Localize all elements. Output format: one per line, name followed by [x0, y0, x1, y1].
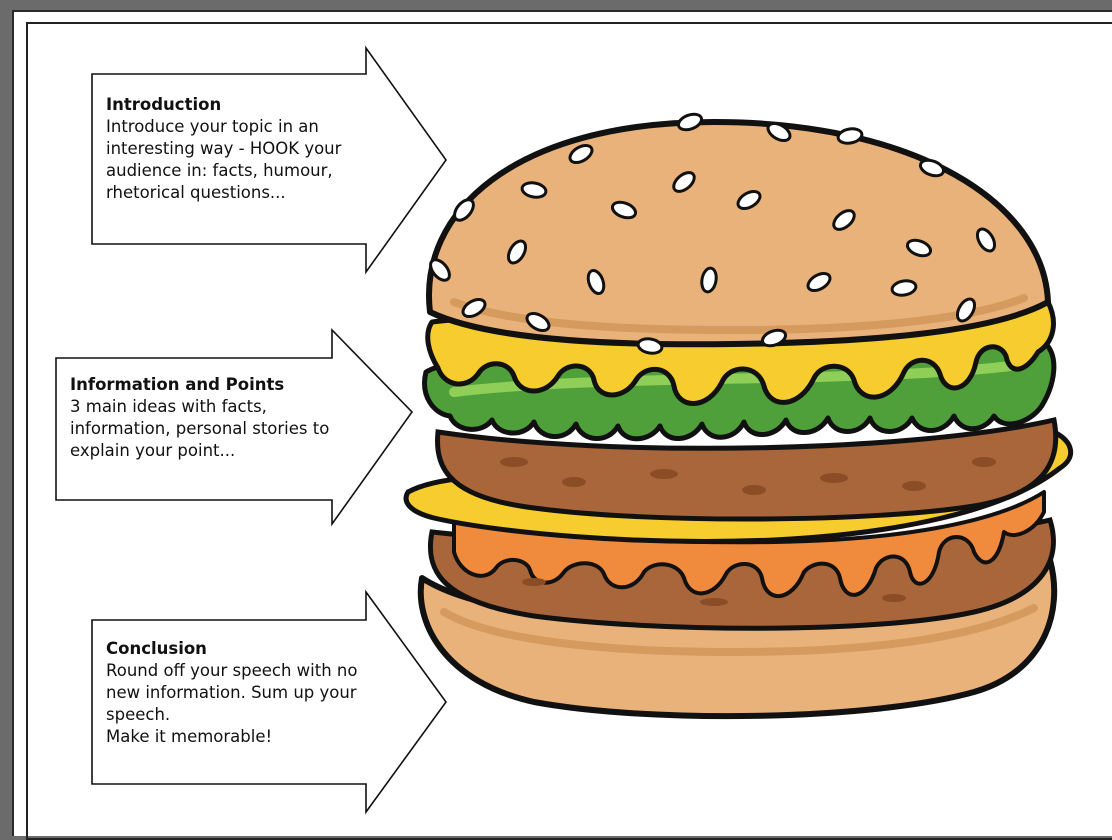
- conclusion-line: Round off your speech with no: [106, 661, 358, 680]
- sauce-layer: [452, 490, 1046, 598]
- conclusion-arrow: [91, 589, 447, 815]
- conclusion-line: speech.: [106, 705, 171, 724]
- points-line: explain your point...: [70, 441, 236, 460]
- upper-patty: [435, 416, 1059, 522]
- introduction-heading: Introduction: [106, 95, 222, 114]
- points-text: Information and Points 3 main ideas with…: [70, 374, 360, 462]
- introduction-arrow: [91, 45, 447, 275]
- points-arrow: [55, 328, 414, 527]
- worksheet-page: Introduction Introduce your topic in an …: [12, 10, 1112, 840]
- top-bun: [426, 119, 1051, 348]
- conclusion-text: Conclusion Round off your speech with no…: [106, 638, 376, 748]
- introduction-text: Introduction Introduce your topic in an …: [106, 94, 376, 204]
- diagram-canvas: [55, 45, 1073, 815]
- introduction-line: rhetorical questions...: [106, 183, 286, 202]
- sesame-seeds: [429, 112, 997, 355]
- introduction-line: interesting way - HOOK your: [106, 139, 342, 158]
- conclusion-heading: Conclusion: [106, 639, 207, 658]
- points-line: information, personal stories to: [70, 419, 330, 438]
- conclusion-line: new information. Sum up your: [106, 683, 357, 702]
- introduction-line: Introduce your topic in an: [106, 117, 319, 136]
- points-line: 3 main ideas with facts,: [70, 397, 267, 416]
- introduction-line: audience in: facts, humour,: [106, 161, 333, 180]
- points-heading: Information and Points: [70, 375, 285, 394]
- burger-illustration: [403, 112, 1073, 720]
- conclusion-line: Make it memorable!: [106, 727, 273, 746]
